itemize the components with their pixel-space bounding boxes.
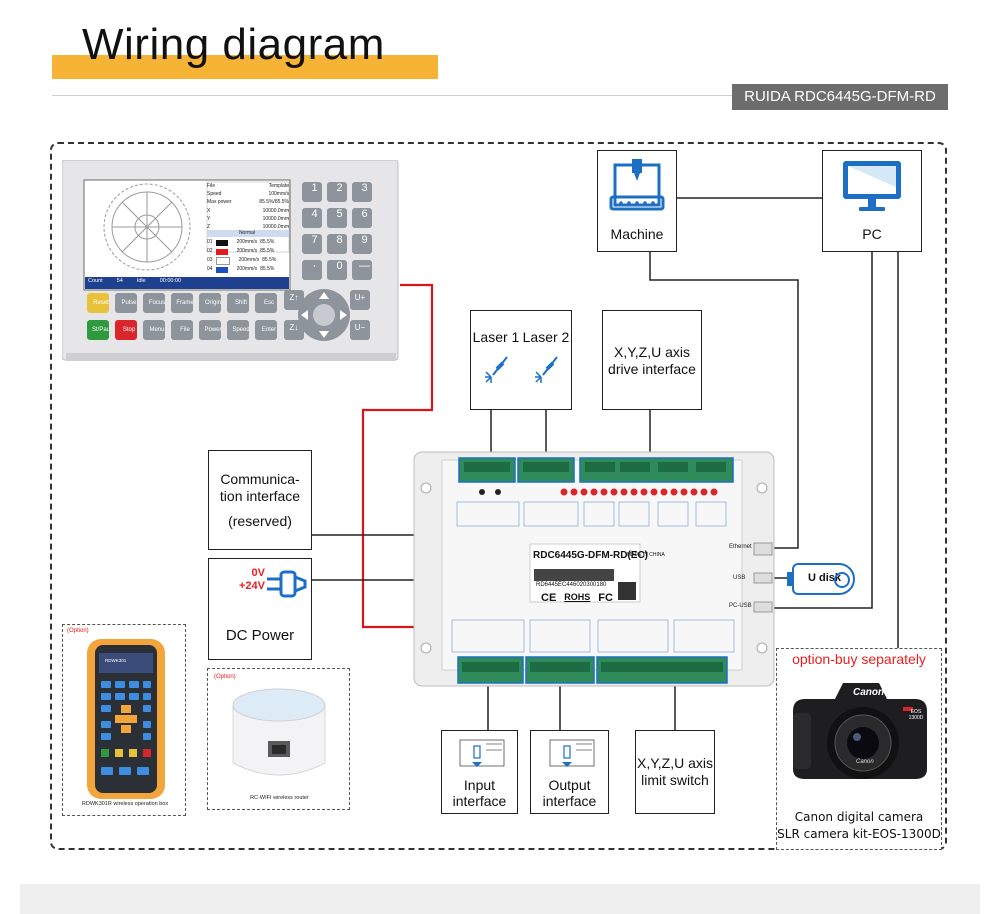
pc-usb-wire [768,252,873,609]
camera-caption: Canon digital camera SLR camera kit-EOS-… [777,809,941,843]
laser-beam-icon [485,356,508,383]
input-line1: Input [463,777,496,793]
wifi-router-icon [232,688,326,776]
laser1-label: Laser 1 [472,329,520,345]
pc-usb-port-label: PC-USB [729,603,752,609]
panel-red-wire [361,283,440,629]
option-tag: (Option) [67,628,89,634]
title-underline-bar [52,55,438,79]
machine-box: Machine [597,150,677,252]
control-panel [62,160,399,361]
v0-label: 0V [251,567,265,579]
dc-power-label: DC Power [225,627,295,644]
pc-box: PC [822,150,922,252]
usb-disk-label: U disk [808,572,842,584]
remote-brand: RDWK301 [105,658,127,663]
header-rule [52,95,948,96]
comm-line3: (reserved) [228,513,292,529]
camera-brand: Canon [853,687,885,698]
diagram-frame [50,142,947,850]
wireless-box-option: (Option) RDWK301 RDWK301R wireless opera… [62,624,186,816]
numpad [302,182,372,280]
gear-pattern-icon [103,183,191,271]
usb-port-label: USB [733,575,746,581]
camera-option: option-buy separately Canon Canon EOS 13… [776,648,942,850]
usb-disk-icon: U disk [787,563,855,595]
drive-interface-box: X,Y,Z,U axis drive interface [602,310,702,410]
laser-box: Laser 1 Laser 2 [470,310,572,410]
output-line1: Output [548,777,591,793]
ethernet-port-label: Ethernet [729,544,752,550]
power-plug-icon [267,570,307,598]
comm-interface-box: Communica- tion interface (reserved) [208,450,312,550]
function-keys [87,293,277,340]
dpad-icon [298,289,350,341]
wireless-box-caption: RDWK301R wireless operation box [81,801,169,807]
dc-power-box: 0V +24V DC Power [208,558,312,660]
machine-label: Machine [610,226,664,242]
page-title: Wiring diagram [82,20,385,69]
output-interface-box: Output interface [530,730,609,814]
bottom-band [20,884,980,914]
output-line2: interface [542,793,597,809]
relay-icon [459,739,504,767]
option-tag: (Option) [214,674,236,680]
z-up-key: Z↑ [289,293,299,302]
input-interface-box: Input interface [441,730,518,814]
relay-icon [549,739,594,767]
input-line2: interface [452,793,507,809]
camera-caption-line2: SLR camera kit-EOS-1300D [777,827,941,841]
limit-line1: X,Y,Z,U axis [637,755,713,771]
lens-brand: Canon [856,759,874,765]
laser2-label: Laser 2 [522,329,570,345]
layer-header: Normal [238,230,256,236]
comm-line1: Communica- [220,471,300,487]
laser-beam-icon [535,356,558,383]
serial-number: RD6445EC446020300180 [536,582,607,588]
router-caption: RC-WIFI wireless router [250,795,309,801]
camera-model-badge: EOS 1300D [908,709,924,721]
v24-label: +24V [239,580,265,592]
u-plus-key: U+ [354,293,366,302]
model-tag: RUIDA RDC6445G-DFM-RD [732,84,948,110]
camera-icon [793,683,927,779]
limit-line2: limit switch [641,772,709,788]
controller-model: RDC6445G-DFM-RD(EC) [533,550,649,561]
camera-caption-line1: Canon digital camera [794,810,924,824]
drive-line2: drive interface [608,361,696,377]
u-minus-key: U− [354,323,366,332]
pc-label: PC [862,226,882,242]
monitor-icon [843,161,901,211]
cnc-machine-icon [609,159,665,211]
drive-line1: X,Y,Z,U axis [614,344,690,360]
made-in: MADE IN CHINA [627,552,665,558]
camera-option-header: option-buy separately [792,651,926,667]
comm-line2: tion interface [219,488,301,504]
z-down-key: Z↓ [289,323,299,332]
router-option: (Option) RC-WIFI wireless router [207,668,350,810]
status-leds [560,488,718,496]
controller-board [413,451,775,687]
handheld-remote-icon [87,639,165,799]
machine-ethernet-wire [649,252,799,549]
limit-switch-box: X,Y,Z,U axis limit switch [635,730,715,814]
